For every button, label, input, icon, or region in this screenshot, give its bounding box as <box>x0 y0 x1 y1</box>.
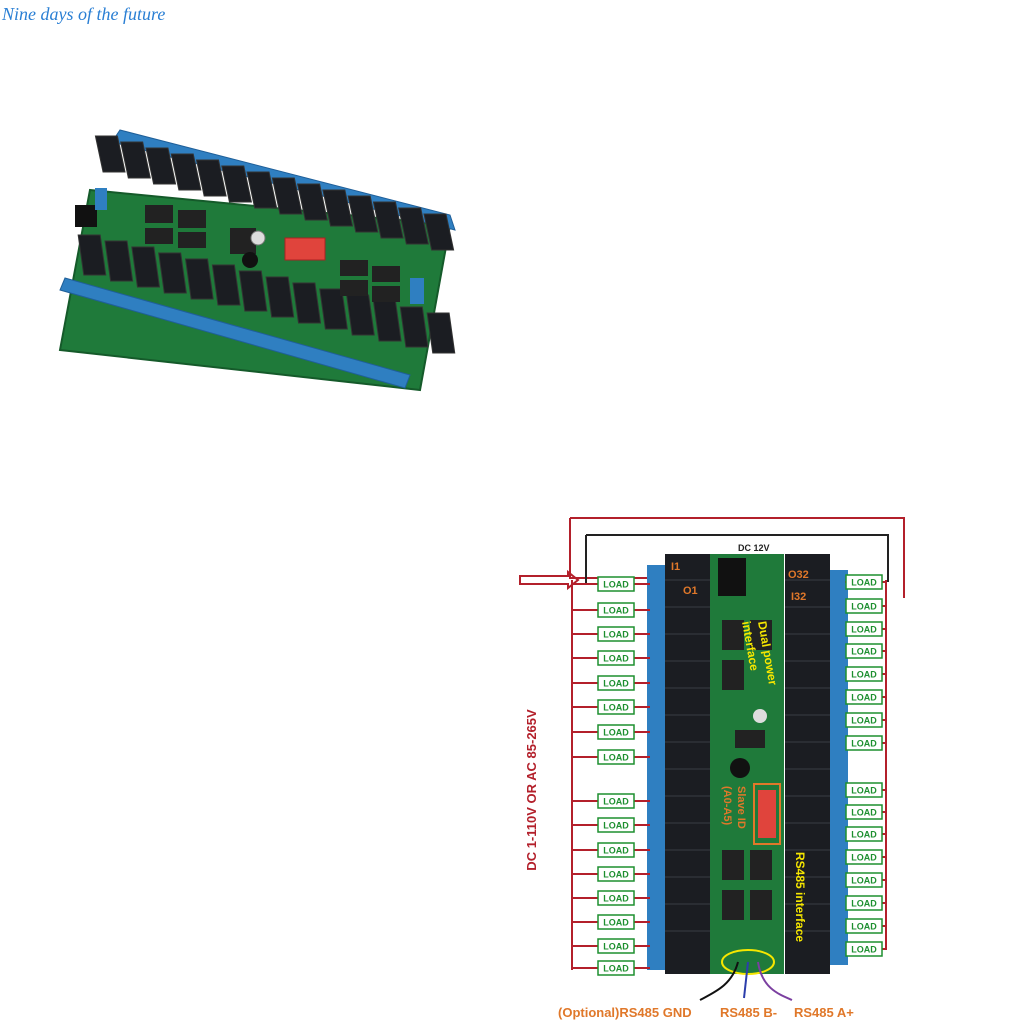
load-label: LOAD <box>603 728 629 738</box>
rs485-a-label: RS485 A+ <box>794 1005 854 1020</box>
load-label: LOAD <box>851 670 877 680</box>
load-label: LOAD <box>851 830 877 840</box>
load-label: LOAD <box>603 753 629 763</box>
load-label: LOAD <box>603 703 629 713</box>
load-label: LOAD <box>603 580 629 590</box>
load-label: LOAD <box>851 602 877 612</box>
load-label: LOAD <box>851 739 877 749</box>
load-label: LOAD <box>603 821 629 831</box>
slave-range-label: (A0-A5) <box>721 786 733 825</box>
load-label: LOAD <box>851 899 877 909</box>
load-label: LOAD <box>851 578 877 588</box>
load-label: LOAD <box>851 647 877 657</box>
load-label: LOAD <box>851 786 877 796</box>
load-label: LOAD <box>851 853 877 863</box>
o32-label: O32 <box>788 569 809 581</box>
rs485-interface-label: RS485 interface <box>793 852 807 942</box>
load-label: LOAD <box>851 716 877 726</box>
dc-12v-label: DC 12V <box>738 543 770 553</box>
load-label: LOAD <box>851 693 877 703</box>
product-photo <box>50 120 460 400</box>
wiring-diagram: LOAD LOAD LOAD LOAD LOAD LOAD LOAD LOAD … <box>510 510 924 1024</box>
load-label: LOAD <box>851 876 877 886</box>
load-label: LOAD <box>603 654 629 664</box>
load-label: LOAD <box>603 918 629 928</box>
i1-label: I1 <box>671 561 680 573</box>
supply-voltage-label: DC 1-110V OR AC 85-265V <box>524 709 539 871</box>
rs485-gnd-label: (Optional)RS485 GND <box>558 1005 692 1020</box>
load-label: LOAD <box>851 625 877 635</box>
load-label: LOAD <box>851 808 877 818</box>
slave-id-label: Slave ID <box>735 786 747 829</box>
load-label: LOAD <box>603 846 629 856</box>
load-label: LOAD <box>603 870 629 880</box>
load-label: LOAD <box>603 630 629 640</box>
load-label: LOAD <box>603 797 629 807</box>
brand-watermark: Nine days of the future <box>2 4 166 24</box>
load-label: LOAD <box>603 606 629 616</box>
wiring-diagram-svg: LOAD LOAD LOAD LOAD LOAD LOAD LOAD LOAD … <box>519 517 905 1020</box>
load-label: LOAD <box>851 922 877 932</box>
i32-label: I32 <box>791 591 806 603</box>
load-label: LOAD <box>603 679 629 689</box>
load-label: LOAD <box>603 942 629 952</box>
load-label: LOAD <box>603 964 629 974</box>
rs485-b-label: RS485 B- <box>720 1005 777 1020</box>
relay-board-photo <box>58 129 456 392</box>
o1-label: O1 <box>683 585 698 597</box>
load-label: LOAD <box>603 894 629 904</box>
load-label: LOAD <box>851 945 877 955</box>
